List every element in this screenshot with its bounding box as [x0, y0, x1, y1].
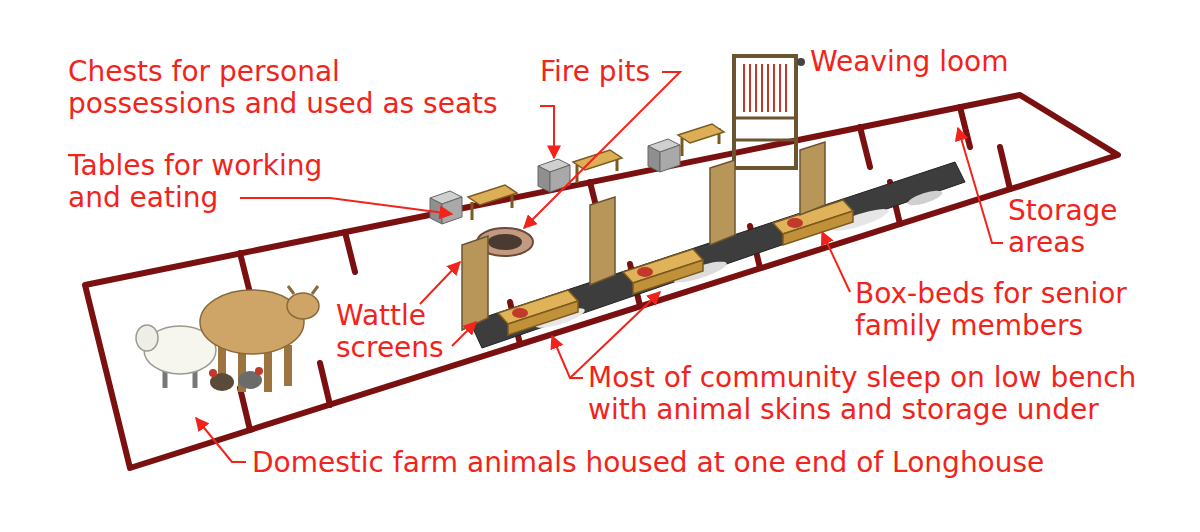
label-position: Domestic farm animals housed at one end …: [252, 447, 1044, 479]
wattle-screen: [590, 197, 615, 285]
chest-side: [550, 165, 570, 192]
leader-line: [958, 128, 1003, 243]
loom-threads: [744, 64, 786, 112]
table-leg: [471, 202, 474, 220]
chest-front: [648, 146, 660, 172]
loom-bar: [734, 117, 796, 120]
chest-front: [538, 166, 550, 192]
loom-knob: [797, 58, 805, 66]
callout-label: Box-beds for senior family members: [855, 278, 1185, 342]
table-top: [468, 185, 517, 205]
partition-stub: [240, 253, 250, 293]
chest-side: [442, 197, 462, 224]
bed-pillow: [637, 267, 653, 277]
callout-label: Wattle screens: [336, 300, 466, 364]
label-position: Wattle screens: [336, 300, 466, 364]
chickens-figure: [209, 367, 263, 391]
callout-label: Fire pits: [540, 56, 650, 88]
cow-leg: [264, 350, 272, 392]
callout-label: Tables for working and eating: [68, 150, 388, 214]
cow-leg: [284, 345, 292, 386]
label-position: Tables for working and eating: [68, 150, 388, 214]
loom-thread: [785, 64, 787, 112]
callout-label: Most of community sleep on low bench wit…: [588, 362, 1188, 426]
box-bed-side: [783, 211, 853, 245]
partition-stub: [345, 232, 355, 272]
loom-thread: [743, 64, 745, 112]
partition-stub: [1000, 147, 1010, 189]
wattle-screen-figures: [462, 142, 825, 330]
leader-line: [822, 232, 850, 292]
cow-horns: [288, 286, 318, 294]
partition-stub: [320, 363, 330, 405]
loom-bar: [734, 139, 796, 142]
callout-label: Chests for personal possessions and used…: [68, 56, 538, 120]
loom-figure: [734, 56, 805, 168]
label-position: Storage areas: [1008, 195, 1148, 259]
bed-pillow: [787, 218, 803, 228]
wattle-screen: [462, 236, 488, 330]
loom-thread: [755, 64, 757, 112]
bed-pillow: [512, 308, 528, 318]
chest-side: [660, 145, 680, 172]
fire-pit-ash: [488, 234, 522, 250]
box-bed-side: [508, 301, 578, 335]
leader-line: [552, 336, 583, 378]
label-position: Fire pits: [540, 56, 650, 88]
label-position: Most of community sleep on low bench wit…: [588, 362, 1188, 426]
sheep-head: [136, 325, 158, 351]
callout-label: Domestic farm animals housed at one end …: [252, 447, 1044, 479]
partition-stub: [860, 127, 870, 167]
leader-line: [240, 198, 452, 214]
box-bed-side: [633, 260, 703, 294]
loom-thread: [773, 64, 775, 112]
callout-label: Weaving loom: [810, 46, 1009, 78]
label-position: Weaving loom: [810, 46, 1009, 78]
animal-skin: [906, 188, 943, 209]
chicken-comb: [209, 369, 217, 377]
leader-line: [452, 322, 476, 346]
loom-thread: [779, 64, 781, 112]
cow-head: [287, 293, 319, 319]
label-position: Chests for personal possessions and used…: [68, 56, 538, 120]
leader-line: [196, 418, 246, 462]
callout-label: Storage areas: [1008, 195, 1148, 259]
wattle-screen: [800, 142, 825, 215]
wattle-screen: [710, 160, 735, 245]
chicken-comb: [255, 367, 263, 375]
table-leg: [681, 138, 684, 156]
leader-line: [420, 262, 460, 304]
label-position: Box-beds for senior family members: [855, 278, 1185, 342]
loom-frame: [734, 56, 796, 168]
loom-thread: [761, 64, 763, 112]
leader-line: [540, 106, 554, 158]
cow-figure: [200, 286, 319, 392]
leader-line: [524, 72, 680, 228]
box-bed-figures: [498, 200, 853, 335]
loom-thread: [749, 64, 751, 112]
table-top: [678, 124, 724, 143]
table-top: [573, 150, 622, 170]
loom-thread: [767, 64, 769, 112]
partition-stub: [240, 388, 250, 430]
